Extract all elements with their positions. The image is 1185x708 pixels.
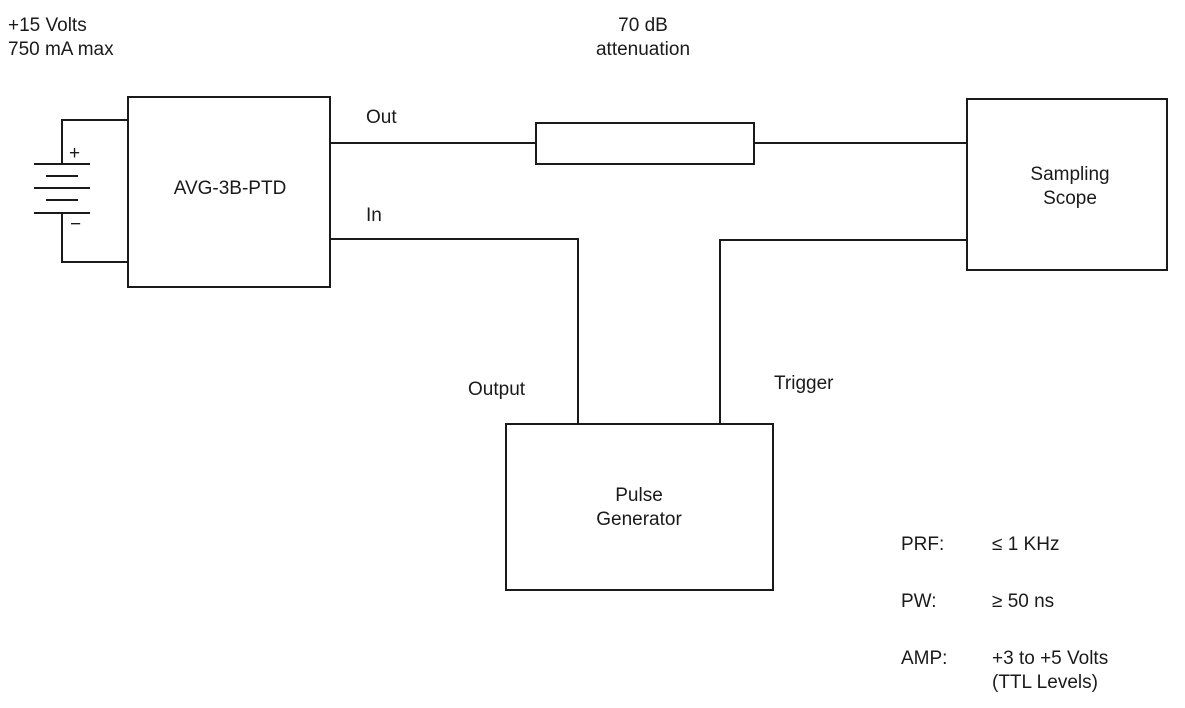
battery-plus-wire xyxy=(61,119,128,163)
attenuator-label: 70 dB attenuation xyxy=(543,14,743,62)
avg-device-box xyxy=(127,96,331,288)
spec-value-amp-line2: (TTL Levels) xyxy=(992,672,1098,693)
pulse-generator-line1: Pulse xyxy=(615,485,663,506)
trigger-wire xyxy=(719,239,967,424)
scope-label: Sampling Scope xyxy=(970,163,1170,211)
battery-plus-sign: + xyxy=(69,143,81,164)
scope-label-line2: Scope xyxy=(1043,188,1097,209)
spec-value-pw: ≥ 50 ns xyxy=(992,591,1055,612)
pulse-generator-box xyxy=(505,423,774,591)
battery-minus-wire xyxy=(61,214,128,263)
scope-label-line1: Sampling xyxy=(1030,164,1110,185)
spec-key-prf: PRF: xyxy=(901,534,945,555)
sampling-scope-box xyxy=(966,98,1168,271)
spec-value-prf: ≤ 1 KHz xyxy=(992,534,1060,555)
spec-value-amp: +3 to +5 Volts (TTL Levels) xyxy=(992,647,1108,695)
attenuator-caption: attenuation xyxy=(595,39,691,60)
attenuator-value: 70 dB xyxy=(618,15,668,36)
pulse-generator-line2: Generator xyxy=(596,509,682,530)
port-trigger-label: Trigger xyxy=(774,373,834,394)
attenuator-resistor xyxy=(535,122,755,165)
in-wire xyxy=(330,238,579,424)
pulse-generator-label: Pulse Generator xyxy=(529,484,749,532)
supply-voltage: +15 Volts xyxy=(8,15,87,36)
battery-icon xyxy=(34,163,90,214)
device-name: AVG-3B-PTD xyxy=(173,178,287,199)
spec-key-pw: PW: xyxy=(901,591,937,612)
power-supply-label: +15 Volts 750 mA max xyxy=(8,14,208,62)
port-in-label: In xyxy=(366,205,382,226)
port-output-label: Output xyxy=(468,379,526,400)
spec-key-amp: AMP: xyxy=(901,648,948,669)
supply-current: 750 mA max xyxy=(8,39,114,60)
battery-minus-sign: − xyxy=(70,214,82,235)
port-out-label: Out xyxy=(366,107,397,128)
spec-value-amp-line1: +3 to +5 Volts xyxy=(992,648,1109,669)
